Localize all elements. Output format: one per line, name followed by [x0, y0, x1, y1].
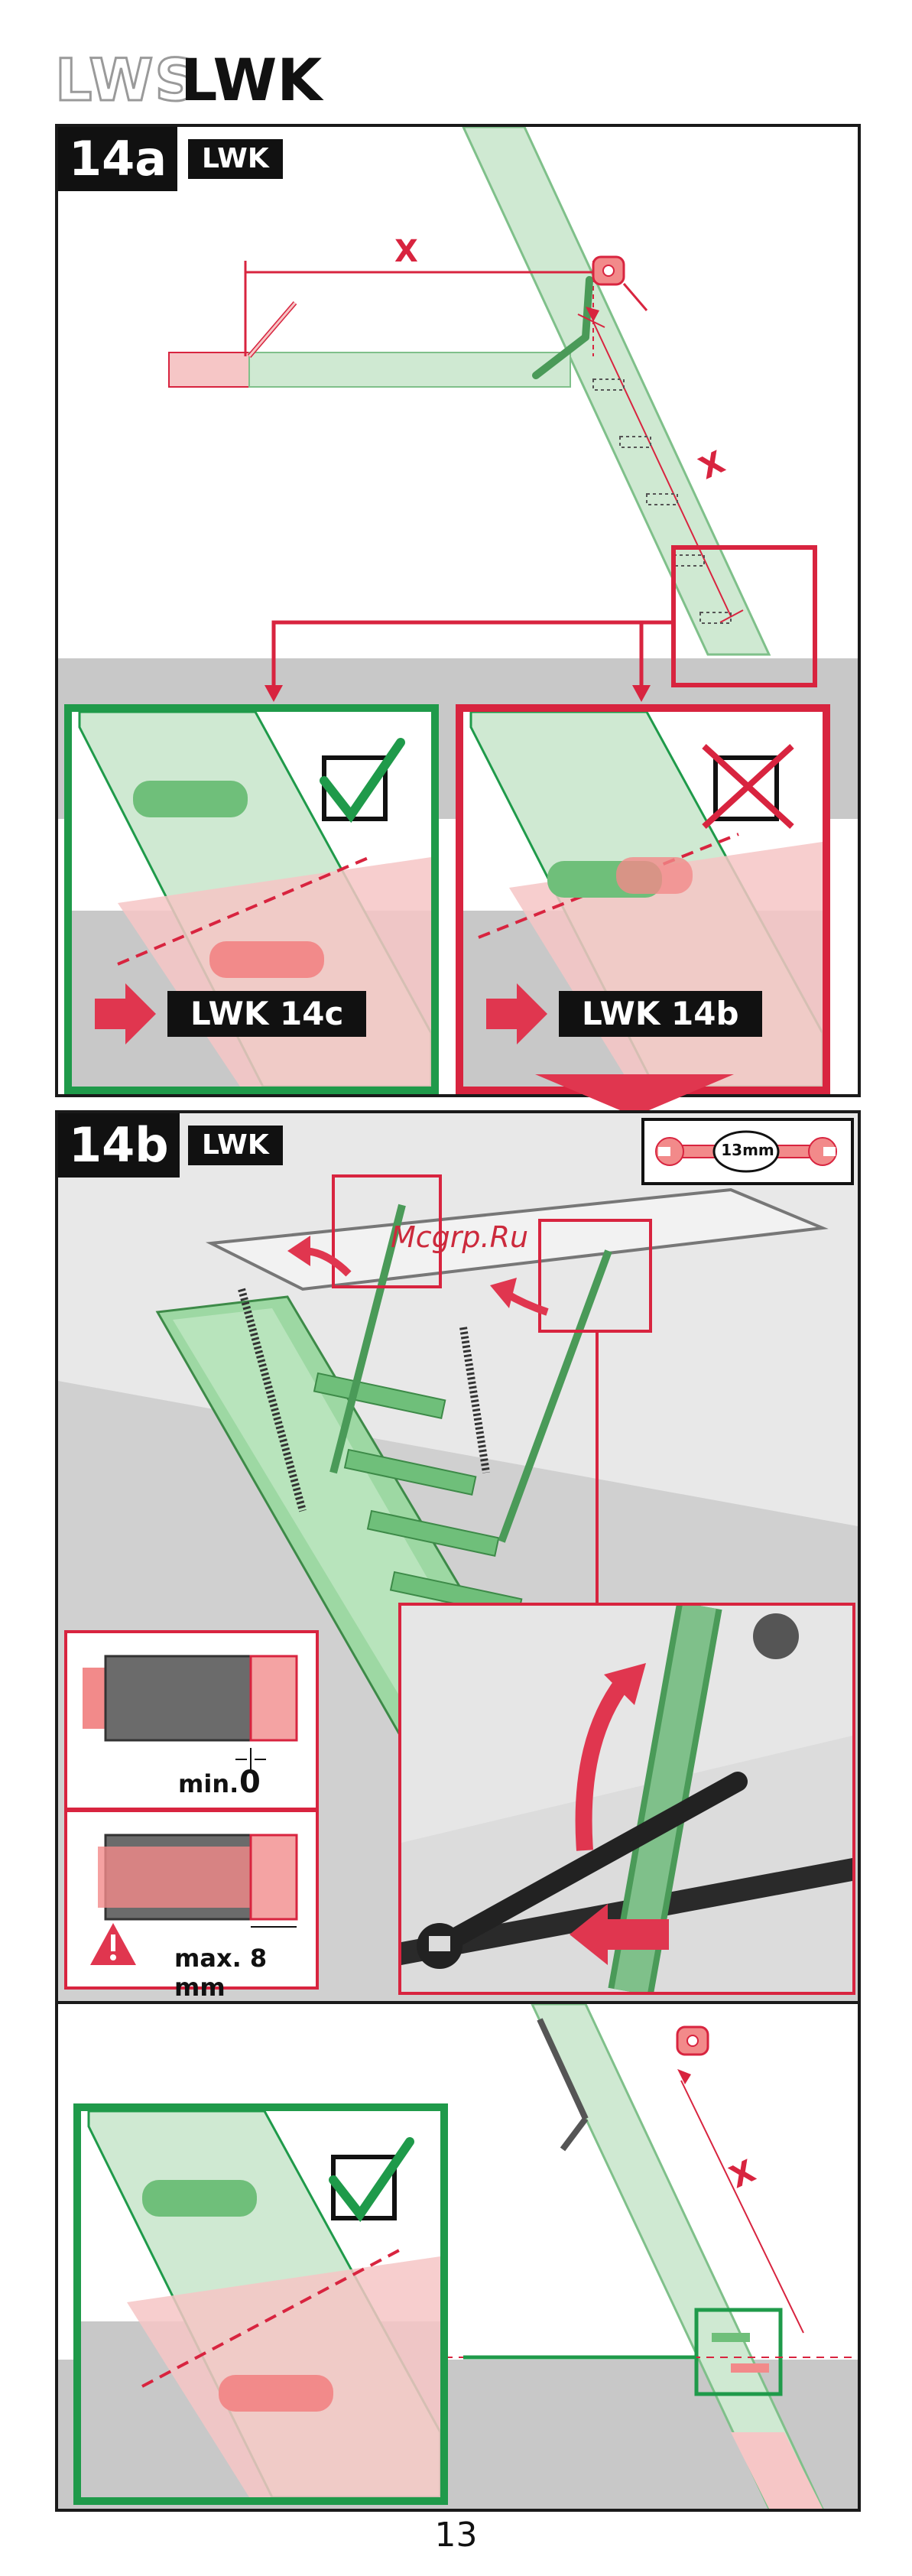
- bolt-min-box: min. 0: [64, 1630, 319, 1811]
- correct-position-box: [73, 2103, 448, 2505]
- min-label: min.: [178, 1769, 239, 1798]
- header-lws: LWS: [55, 46, 198, 114]
- wrench-detail-box: [398, 1603, 855, 1995]
- correct-position-illustration: [81, 2111, 440, 2497]
- max-label: max. 8 mm: [174, 1944, 316, 2002]
- incorrect-example-box: LWK 14b: [456, 704, 830, 1094]
- page-number: 13: [0, 2516, 912, 2555]
- panel-14c: X: [55, 2001, 861, 2512]
- wrench-detail-illustration: [401, 1606, 852, 1992]
- step-badge-14b: 14b: [58, 1113, 180, 1178]
- wrench-size-label: 13mm: [717, 1141, 778, 1159]
- panel-14b: 14b LWK Mcgrp.Ru 13mm: [55, 1110, 861, 2007]
- header-lwk: LWK: [180, 46, 322, 114]
- model-badge-14b: LWK: [188, 1126, 283, 1165]
- goto-14c-label: LWK 14c: [167, 991, 366, 1037]
- goto-14b-label: LWK 14b: [559, 991, 762, 1037]
- min-value: 0: [239, 1765, 261, 1800]
- watermark: Mcgrp.Ru: [391, 1220, 528, 1254]
- wrench-size-box: 13mm: [641, 1118, 854, 1185]
- measure-label-top: X: [394, 234, 418, 269]
- panel-14a: 14a LWK: [55, 124, 861, 1097]
- bolt-max-box: max. 8 mm: [64, 1809, 319, 1990]
- correct-example-box: LWK 14c: [64, 704, 439, 1094]
